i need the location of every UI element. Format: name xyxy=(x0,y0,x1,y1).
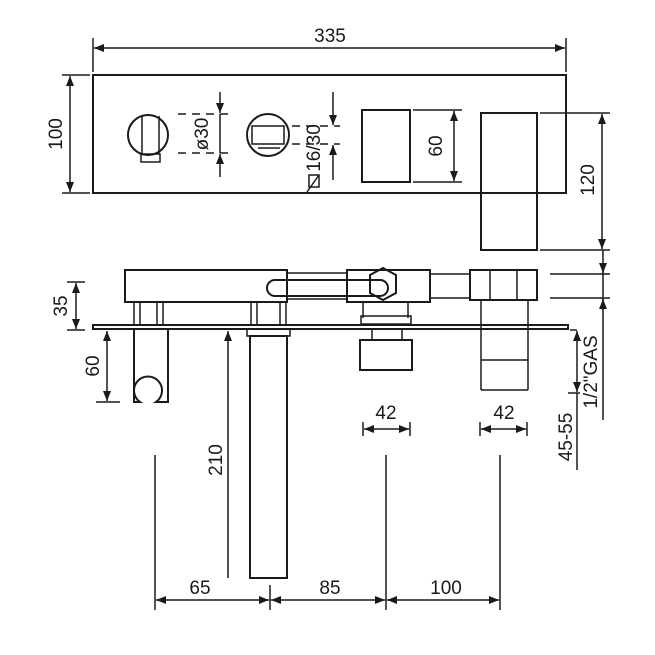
label-60-holder: 60 xyxy=(83,355,104,376)
label-210: 210 xyxy=(206,444,227,476)
knob-right xyxy=(246,113,290,157)
spout-front xyxy=(480,112,538,251)
label-65: 65 xyxy=(189,578,210,599)
dim-knob-size: 16/30 xyxy=(292,92,340,193)
dim-spacing: 65 85 100 xyxy=(154,455,501,610)
label-100-spacing: 100 xyxy=(430,578,462,599)
hand-shower-holder xyxy=(133,329,169,403)
side-view xyxy=(92,266,569,579)
dim-overall-width: 335 xyxy=(92,26,567,72)
dim-spout-length: 210 xyxy=(206,331,232,578)
label-335: 335 xyxy=(314,26,346,47)
label-o30: ø30 xyxy=(192,118,213,151)
label-120: 120 xyxy=(578,164,599,196)
dim-gas-and-wall: 1/2"GAS 45-55 xyxy=(550,250,610,470)
opening xyxy=(361,109,411,183)
label-gas: 1/2"GAS xyxy=(581,335,602,408)
spout-side xyxy=(249,335,288,579)
square-symbol-icon xyxy=(308,174,320,188)
label-42-right: 42 xyxy=(493,403,514,424)
dim-plate-height: 100 xyxy=(46,74,90,194)
dim-knob-diameter: ø30 xyxy=(178,92,228,177)
dim-opening-height: 60 xyxy=(413,109,462,183)
label-60-opening: 60 xyxy=(426,135,447,156)
label-85: 85 xyxy=(319,578,340,599)
label-16-30: 16/30 xyxy=(304,124,325,172)
label-35: 35 xyxy=(51,295,72,316)
dim-body-depth: 35 60 xyxy=(51,281,120,403)
label-45-55: 45-55 xyxy=(556,413,577,462)
knob-left xyxy=(127,114,169,156)
dim-spout-height: 120 xyxy=(540,112,610,251)
wall-plate xyxy=(92,324,569,330)
label-100: 100 xyxy=(46,118,67,150)
dim-cartridge-widths: 42 42 xyxy=(362,403,528,436)
front-view xyxy=(92,74,567,251)
label-42-left: 42 xyxy=(375,403,396,424)
